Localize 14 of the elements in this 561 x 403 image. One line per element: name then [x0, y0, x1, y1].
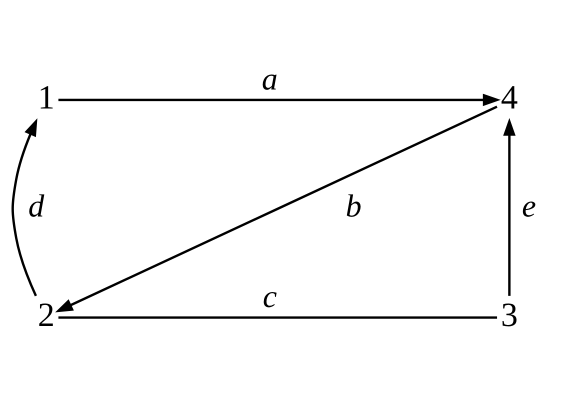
arrow: [503, 117, 516, 296]
edge-label: c: [262, 278, 277, 314]
arrow: [12, 118, 38, 296]
edge-label: d: [28, 188, 44, 223]
edge-label: b: [346, 188, 362, 223]
node-text: 3: [500, 296, 518, 334]
node-text: 2: [38, 296, 55, 334]
edge-label: e: [522, 188, 536, 223]
edge-label: a: [262, 61, 278, 96]
node-text: 4: [500, 79, 518, 116]
arrow: [55, 105, 498, 312]
node-text: 1: [38, 79, 55, 116]
arrow: [58, 93, 501, 106]
connector: [58, 316, 498, 318]
